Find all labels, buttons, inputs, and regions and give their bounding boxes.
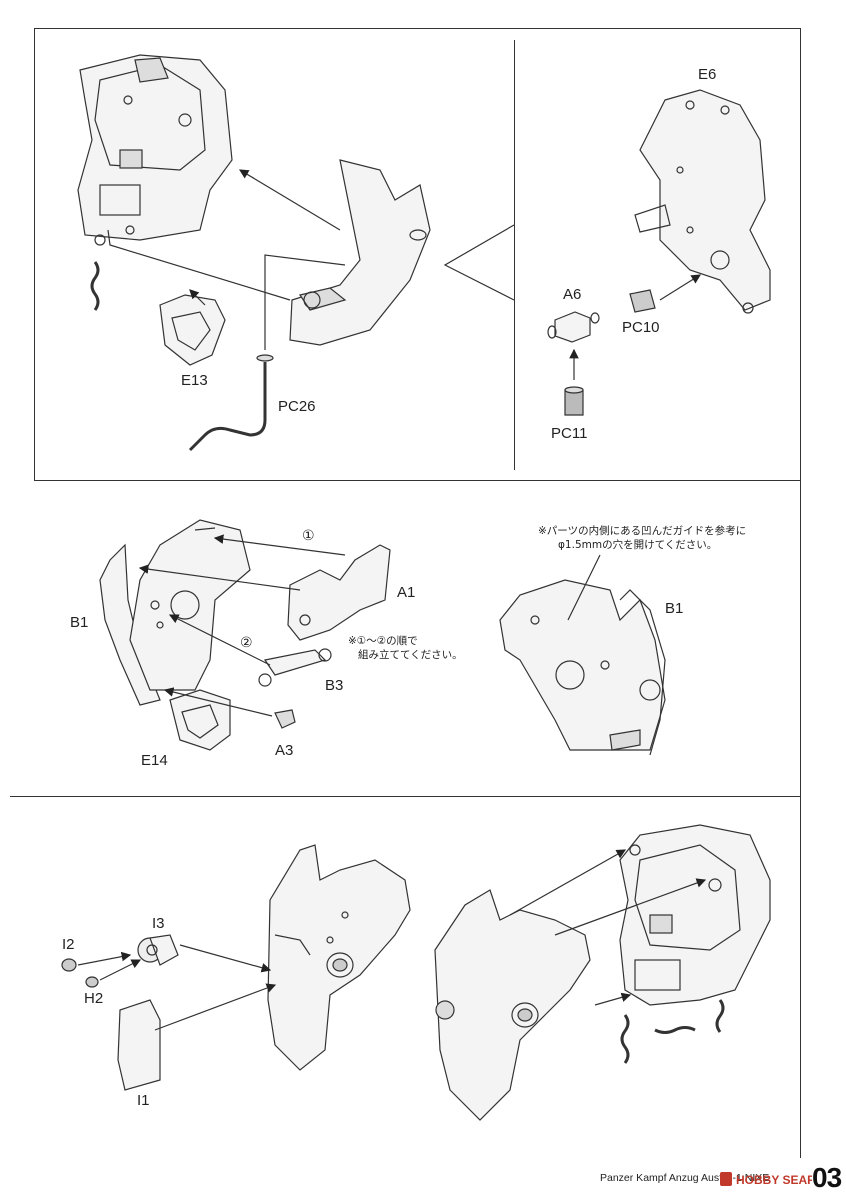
hobby-search-watermark: HOBBY SEARCH <box>720 1172 812 1187</box>
top-rule <box>34 28 801 29</box>
label-i3: I3 <box>152 915 165 932</box>
assembled-b1-right <box>499 579 666 756</box>
left-margin-line <box>34 28 35 480</box>
svg-text:HOBBY SEARCH: HOBBY SEARCH <box>736 1173 812 1187</box>
a6-part <box>547 311 600 343</box>
label-pc10: PC10 <box>622 319 660 336</box>
right-margin-line <box>800 28 801 1158</box>
callout-box-left <box>514 40 515 470</box>
note-order: ※①～②の順で 組み立ててください。 <box>348 634 463 662</box>
label-e6: E6 <box>698 66 717 83</box>
label-a6: A6 <box>563 286 582 303</box>
note-order-line-2: 組み立ててください。 <box>358 649 463 661</box>
label-pc26: PC26 <box>278 398 316 415</box>
i2-part <box>61 958 77 972</box>
label-e14: E14 <box>141 752 168 769</box>
pc11-part <box>564 386 584 416</box>
i1-part <box>117 999 161 1091</box>
label-a3: A3 <box>275 742 294 759</box>
label-h2: H2 <box>84 990 104 1007</box>
b3-part <box>258 648 332 687</box>
e14-part <box>169 689 231 751</box>
label-i1: I1 <box>137 1092 150 1109</box>
e6-part <box>634 89 771 314</box>
label-b3: B3 <box>325 677 344 694</box>
note-hole-line-2: φ1.5mmの穴を開けてください。 <box>558 539 718 551</box>
a3-part <box>274 709 296 729</box>
label-b1-right: B1 <box>665 600 684 617</box>
label-e13: E13 <box>181 372 208 389</box>
order-mark-2: ② <box>240 635 253 651</box>
order-mark-1: ① <box>302 528 315 544</box>
note-hole: ※パーツの内側にある凹んだガイドを参考に φ1.5mmの穴を開けてください。 <box>538 524 746 552</box>
inner-plate-left <box>129 519 251 691</box>
pc10-part <box>629 289 656 313</box>
pc26-cable <box>188 354 274 452</box>
page-number: 03 <box>812 1162 842 1193</box>
e13-part <box>159 294 226 366</box>
h2-part <box>85 976 99 988</box>
note-hole-line-1: ※パーツの内側にある凹んだガイドを参考に <box>538 525 747 537</box>
a1-part <box>287 544 391 641</box>
label-i2: I2 <box>62 936 75 953</box>
label-a1: A1 <box>397 584 416 601</box>
chest-shell-right <box>434 889 591 1121</box>
label-b1-left: B1 <box>70 614 89 631</box>
i3-part <box>137 934 179 966</box>
head-back-assembly-right <box>619 824 771 1064</box>
note-order-line-1: ※①～②の順で <box>348 635 418 647</box>
section-divider-2 <box>10 796 801 797</box>
chest-shell-left <box>267 844 411 1071</box>
section-divider-1 <box>34 480 801 481</box>
label-pc11: PC11 <box>551 425 588 442</box>
head-back-assembly <box>77 54 233 311</box>
head-shell-piece <box>289 159 431 346</box>
